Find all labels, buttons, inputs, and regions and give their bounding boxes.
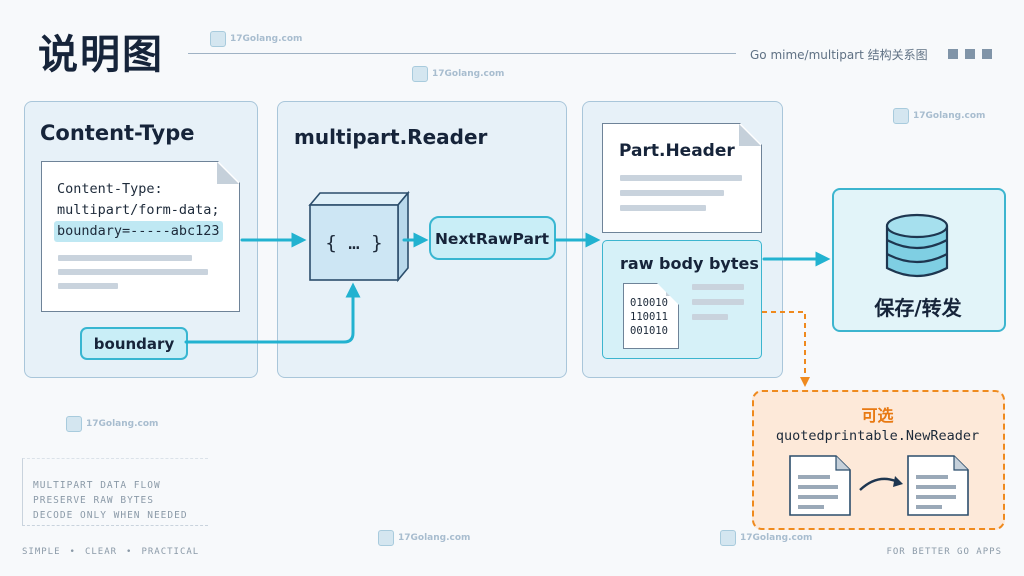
footer-separator: • bbox=[126, 547, 133, 557]
text-placeholder-bar bbox=[620, 205, 706, 211]
part-header-title: Part.Header bbox=[619, 141, 735, 161]
watermark: 17Golang.com bbox=[210, 31, 302, 47]
page-title: 说明图 bbox=[38, 32, 164, 78]
text-placeholder-bar bbox=[692, 314, 728, 320]
content-type-title: Content-Type bbox=[40, 121, 195, 145]
header-dots bbox=[948, 49, 992, 59]
note-line: PRESERVE RAW BYTES bbox=[33, 495, 154, 506]
raw-body-box: raw body bytes 010010 110011 001010 bbox=[602, 240, 762, 359]
footer-separator: • bbox=[69, 547, 76, 557]
footer-word: CLEAR bbox=[84, 547, 118, 557]
watermark: 17Golang.com bbox=[412, 66, 504, 82]
notes: MULTIPART DATA FLOW PRESERVE RAW BYTES D… bbox=[33, 478, 188, 523]
text-placeholder-bar bbox=[620, 190, 724, 196]
watermark-logo-icon bbox=[720, 530, 736, 546]
footer-word: PRACTICAL bbox=[141, 547, 200, 557]
footer-word: SIMPLE bbox=[22, 547, 61, 557]
footer-right: FOR BETTER GO APPS bbox=[886, 547, 1002, 557]
boundary-line: boundary=-----abc123 bbox=[54, 221, 223, 242]
optional-arrow-icon bbox=[762, 311, 810, 387]
decode-arrowhead-icon bbox=[893, 476, 903, 487]
footer-left: SIMPLE • CLEAR • PRACTICAL bbox=[22, 547, 199, 557]
text-placeholder-bar bbox=[692, 284, 744, 290]
decoded-document-icon bbox=[907, 455, 969, 516]
reader-cube-icon: { … } bbox=[308, 190, 410, 283]
content-type-line: Content-Type: bbox=[57, 181, 163, 197]
boundary-pill: boundary bbox=[80, 327, 188, 360]
watermark-logo-icon bbox=[412, 66, 428, 82]
content-type-line: multipart/form-data; bbox=[57, 202, 220, 218]
text-placeholder-bar bbox=[58, 269, 208, 275]
binary-line: 001010 bbox=[630, 325, 668, 337]
text-placeholder-bar bbox=[620, 175, 742, 181]
save-forward-label: 保存/转发 bbox=[874, 296, 962, 320]
watermark: 17Golang.com bbox=[378, 530, 470, 546]
note-line: MULTIPART DATA FLOW bbox=[33, 480, 161, 491]
note-line: DECODE ONLY WHEN NEEDED bbox=[33, 510, 188, 521]
page-subtitle: Go mime/multipart 结构关系图 bbox=[750, 48, 928, 62]
reader-glyph: { … } bbox=[325, 232, 382, 254]
raw-body-title: raw body bytes bbox=[620, 254, 759, 273]
notes-frame bbox=[22, 458, 208, 526]
binary-line: 010010 bbox=[630, 297, 668, 309]
watermark-logo-icon bbox=[66, 416, 82, 432]
header-rule bbox=[188, 53, 736, 54]
text-placeholder-bar bbox=[58, 283, 118, 289]
encoded-document-icon bbox=[789, 455, 851, 516]
optional-title: 可选 bbox=[861, 406, 894, 425]
watermark-logo-icon bbox=[378, 530, 394, 546]
binary-line: 110011 bbox=[630, 311, 668, 323]
watermark: 17Golang.com bbox=[66, 416, 158, 432]
optional-subtitle: quotedprintable.NewReader bbox=[775, 428, 980, 444]
arrow-icon bbox=[184, 282, 361, 344]
watermark: 17Golang.com bbox=[893, 108, 985, 124]
text-placeholder-bar bbox=[58, 255, 192, 261]
next-raw-part-pill: NextRawPart bbox=[429, 216, 556, 260]
watermark-logo-icon bbox=[893, 108, 909, 124]
next-raw-part-label: NextRawPart bbox=[435, 230, 550, 248]
watermark: 17Golang.com bbox=[720, 530, 812, 546]
text-placeholder-bar bbox=[692, 299, 744, 305]
decode-arrow-icon bbox=[859, 477, 899, 491]
part-header-document: Part.Header bbox=[602, 123, 762, 233]
content-type-document: Content-Type: multipart/form-data; bound… bbox=[41, 161, 240, 312]
watermark-logo-icon bbox=[210, 31, 226, 47]
reader-title: multipart.Reader bbox=[294, 125, 488, 149]
database-icon bbox=[885, 213, 949, 278]
